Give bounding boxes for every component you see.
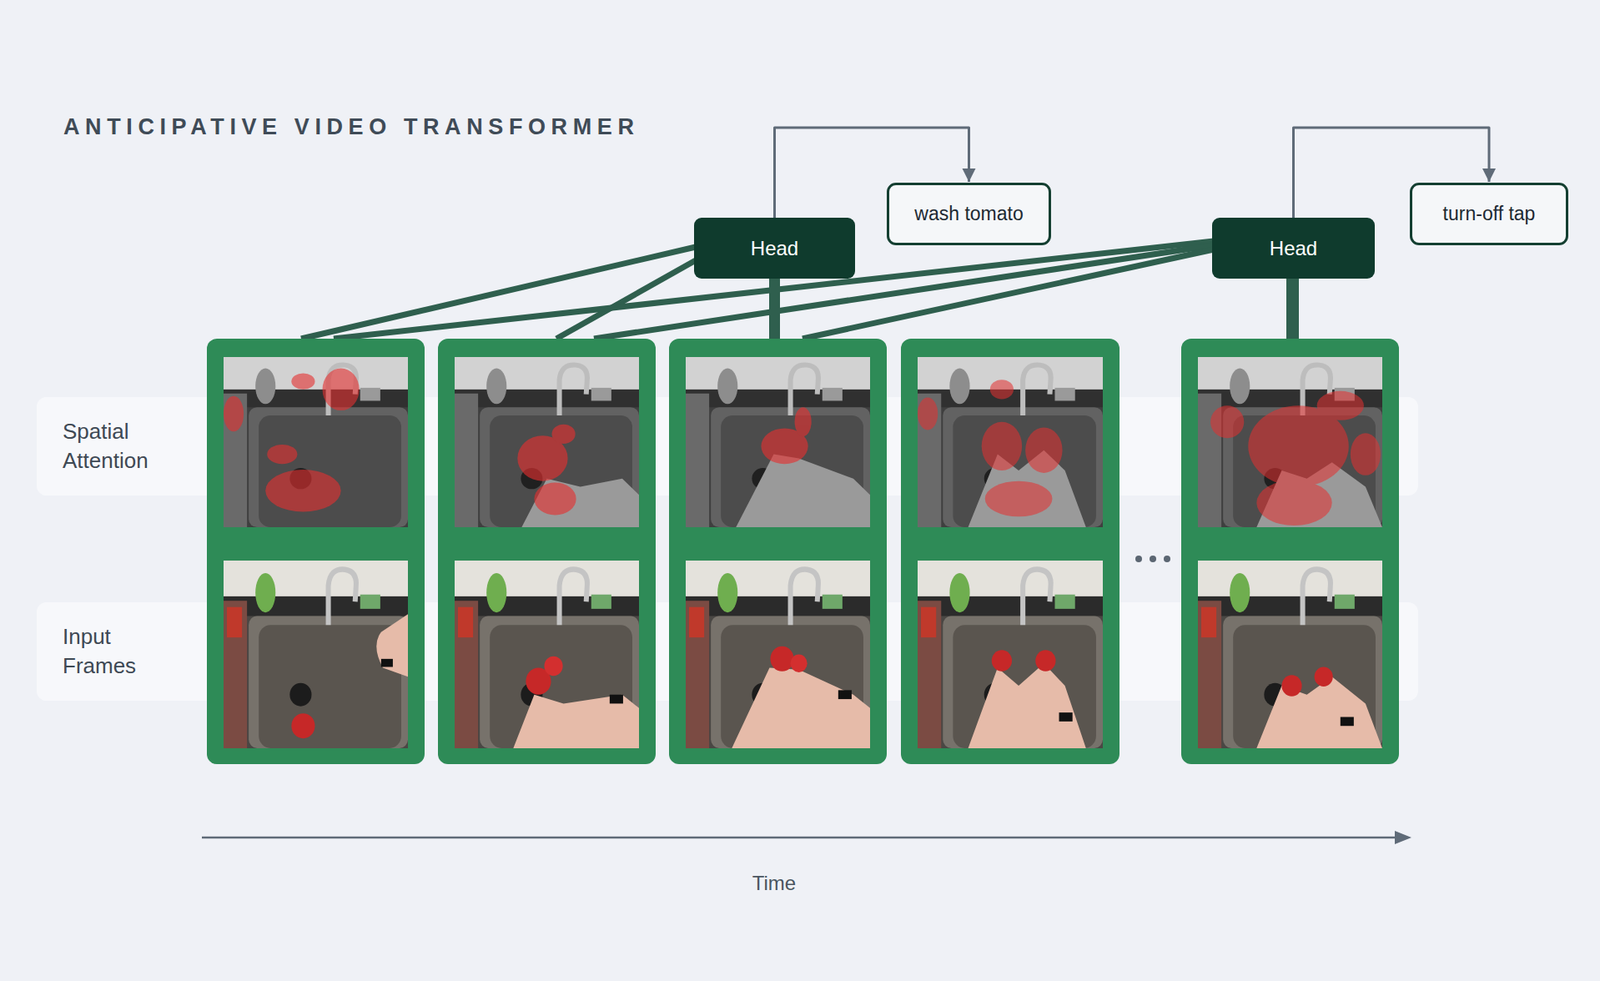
output-label-box: turn-off tap: [1409, 182, 1569, 246]
attention-map: [223, 357, 408, 528]
input-frame: [223, 560, 408, 749]
output-label-box: wash tomato: [886, 182, 1052, 246]
attention-map: [1197, 357, 1383, 528]
ellipsis-dots: [1135, 555, 1171, 563]
node-text: wash tomato: [914, 202, 1023, 226]
attention-map: [917, 357, 1103, 528]
time-axis: [201, 836, 1399, 840]
row-band: Input Frames: [36, 602, 207, 701]
attention-map: [454, 357, 639, 528]
node-text: Spatial Attention: [62, 417, 172, 476]
row-band: Spatial Attention: [36, 397, 207, 496]
node-text: Head: [750, 236, 799, 261]
input-frame: [685, 560, 871, 749]
time-axis-head: [1394, 830, 1412, 845]
node-text: Input Frames: [62, 622, 172, 681]
head-box: Head: [694, 217, 856, 279]
node-text: turn-off tap: [1443, 202, 1536, 226]
input-frame: [1197, 560, 1383, 749]
input-frame: [917, 560, 1103, 749]
attention-stem: [769, 275, 780, 341]
axis-label: Time: [752, 871, 796, 896]
diagram-title: ANTICIPATIVE VIDEO TRANSFORMER: [63, 114, 640, 141]
input-frame: [454, 560, 639, 749]
attention-map: [685, 357, 871, 528]
node-text: Head: [1269, 236, 1318, 261]
frame-columns: [206, 338, 1399, 765]
head-box: Head: [1212, 217, 1375, 279]
attention-stem: [1286, 275, 1299, 341]
